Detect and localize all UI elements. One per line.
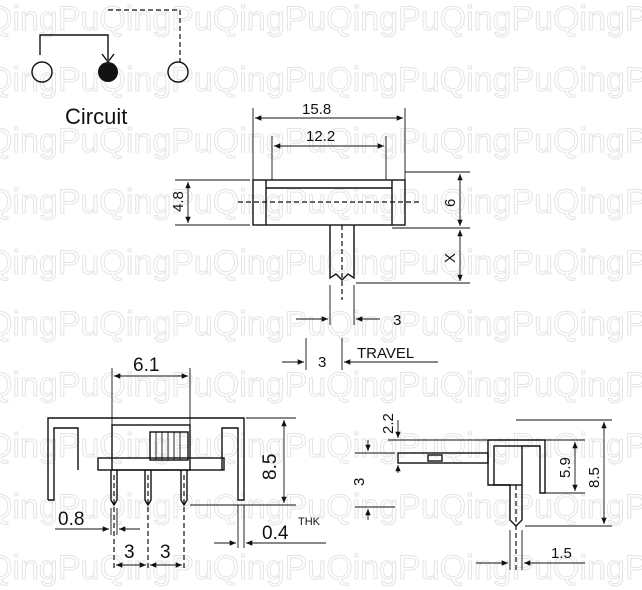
dim-side-body-height: 5.9 — [557, 457, 574, 478]
contact-common — [98, 62, 118, 82]
contact-left — [31, 61, 53, 83]
dim-thickness: 0.4 — [262, 523, 289, 544]
dim-thickness-unit: THK — [298, 516, 321, 528]
watermark-row: QingPuQingPuQingPuQingPuQingPuQingPuQing… — [0, 366, 642, 404]
dim-pin-pitch-2: 3 — [160, 542, 171, 563]
watermark-row: QingPuQingPuQingPuQingPuQingPuQingPuQing… — [0, 244, 642, 282]
dim-front-height: 8.5 — [260, 454, 281, 480]
dim-actuator-width: 3 — [393, 312, 401, 329]
watermark-row: QingPuQingPuQingPuQingPuQingPuQingPuQing… — [0, 488, 642, 526]
top-view: 15.8 12.2 4.8 6 X 3 — [170, 101, 470, 371]
circuit-schematic: Circuit — [31, 9, 189, 129]
dim-travel-value: 3 — [318, 354, 326, 371]
circuit-label: Circuit — [65, 104, 127, 129]
dim-travel-label: TRAVEL — [357, 345, 414, 362]
dim-pin-width: 0.8 — [58, 509, 84, 530]
dim-top-outer: 15.8 — [302, 101, 331, 118]
dim-side-height: 6 — [442, 199, 459, 207]
watermark-row: QingPuQingPuQingPuQingPuQingPuQingPuQing… — [0, 549, 642, 587]
dim-actuator-x: X — [442, 253, 459, 263]
dim-side-top-offset: 2.2 — [380, 413, 397, 434]
watermark-row: QingPuQingPuQingPuQingPuQingPuQingPuQing… — [0, 0, 642, 38]
side-view: 2.2 3 5.9 8.5 1.5 — [351, 413, 612, 570]
dim-body-height: 4.8 — [170, 191, 187, 212]
watermark-row: QingPuQingPuQingPuQingPuQingPuQingPuQing… — [0, 122, 642, 160]
dim-side-bottom-width: 1.5 — [551, 545, 572, 562]
watermark-row: QingPuQingPuQingPuQingPuQingPuQingPuQing… — [0, 61, 642, 99]
dim-front-top-width: 6.1 — [133, 355, 159, 376]
dim-pin-pitch-1: 3 — [124, 542, 135, 563]
front-view: 6.1 8.5 0.8 3 3 — [47, 355, 326, 570]
dim-side-lead-height: 3 — [351, 478, 368, 486]
contact-right — [167, 61, 189, 83]
dim-top-inner: 12.2 — [306, 128, 335, 145]
dim-side-total-height: 8.5 — [586, 467, 603, 488]
watermark-row: QingPuQingPuQingPuQingPuQingPuQingPuQing… — [0, 305, 642, 343]
